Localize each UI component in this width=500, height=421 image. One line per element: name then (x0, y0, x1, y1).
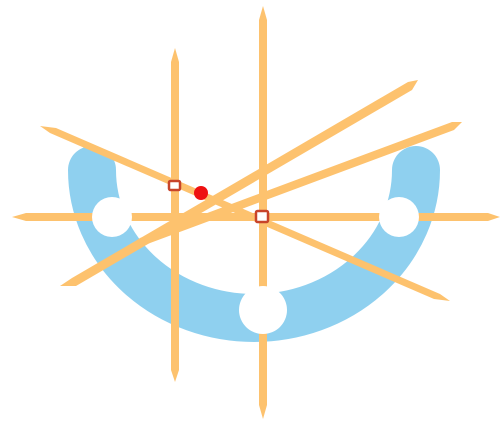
pin-left[interactable] (169, 181, 180, 190)
arc-hole-left[interactable] (92, 197, 132, 237)
arc-hole-right[interactable] (379, 197, 419, 237)
stick-vertical-left[interactable] (171, 48, 179, 382)
pin-center[interactable] (256, 211, 268, 222)
arc-hole-bottom[interactable] (239, 286, 287, 334)
cursor-marker (194, 186, 208, 200)
